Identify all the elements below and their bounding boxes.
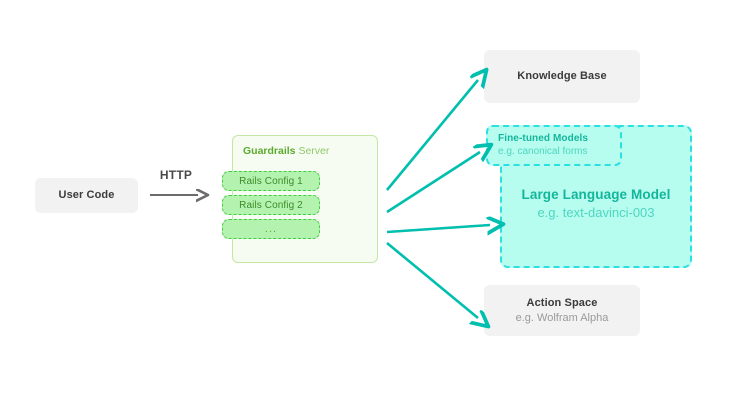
arrow-guardrails-to-large-language-model — [386, 225, 490, 232]
arrow-guardrails-to-knowledge-base — [385, 80, 478, 191]
knowledge-base-node: Knowledge Base — [484, 50, 640, 103]
rails-config-item-more[interactable]: ... — [222, 219, 320, 239]
guardrails-title-strong: Guardrails — [243, 145, 296, 157]
user-code-label: User Code — [58, 189, 115, 202]
arrow-guardrails-to-fine-tuned-models — [386, 152, 480, 214]
arrow-right-icon — [150, 184, 210, 208]
large-language-model-subtitle: e.g. text-davinci-003 — [537, 205, 655, 221]
arrow-guardrails-to-action-space — [386, 241, 478, 318]
fine-tuned-models-node: Fine-tuned Models e.g. canonical forms — [486, 125, 622, 166]
large-language-model-text: Large Language Model e.g. text-davinci-0… — [502, 186, 690, 222]
http-connector: HTTP — [150, 168, 212, 208]
action-space-title: Action Space — [526, 296, 598, 309]
rails-config-stack: Rails Config 1 Rails Config 2 ... — [222, 171, 320, 243]
fine-tuned-models-subtitle: e.g. canonical forms — [498, 146, 588, 158]
knowledge-base-title: Knowledge Base — [517, 70, 607, 83]
large-language-model-title: Large Language Model — [521, 187, 671, 202]
guardrails-server-title: Guardrails Server — [243, 145, 329, 159]
http-label: HTTP — [159, 168, 193, 182]
fine-tuned-models-title: Fine-tuned Models — [498, 132, 589, 144]
action-space-node: Action Space e.g. Wolfram Alpha — [484, 285, 640, 336]
action-space-subtitle: e.g. Wolfram Alpha — [515, 311, 609, 324]
user-code-node: User Code — [35, 178, 138, 213]
rails-config-item[interactable]: Rails Config 1 — [222, 171, 320, 191]
rails-config-item[interactable]: Rails Config 2 — [222, 195, 320, 215]
guardrails-title-light: Server — [295, 145, 330, 157]
